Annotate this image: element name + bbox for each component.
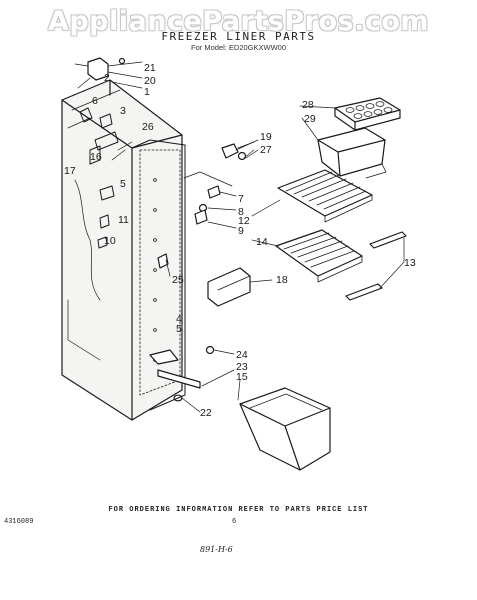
ordering-note: FOR ORDERING INFORMATION REFER TO PARTS … bbox=[108, 506, 369, 514]
clip-part-25 bbox=[157, 253, 169, 269]
callout-7: 7 bbox=[238, 193, 244, 205]
diagram-title: FREEZER LINER PARTS bbox=[161, 30, 316, 43]
handwritten-mark: 891-H-6 bbox=[200, 545, 233, 554]
callout-2: 2 bbox=[104, 72, 110, 84]
callout-8: 8 bbox=[238, 206, 244, 218]
inner-fittings bbox=[79, 107, 133, 249]
bottom-rail-part-23 bbox=[149, 345, 215, 402]
shelf-rails-part-13 bbox=[345, 231, 407, 301]
callout-23: 23 bbox=[236, 361, 248, 373]
callout-10: 10 bbox=[104, 235, 116, 247]
callout-5: 5 bbox=[120, 178, 126, 190]
ice-bucket-part-29 bbox=[317, 127, 387, 179]
callout-9: 9 bbox=[238, 225, 244, 237]
callout-6: 6 bbox=[92, 95, 98, 107]
ice-tray-part-28 bbox=[334, 97, 401, 131]
callout-19: 19 bbox=[260, 131, 272, 143]
callout-21: 21 bbox=[144, 62, 156, 74]
callout-4: 4 bbox=[176, 313, 182, 325]
callout-29: 29 bbox=[304, 113, 316, 125]
callout-22: 22 bbox=[200, 407, 212, 419]
callout-12: 12 bbox=[238, 215, 250, 227]
watermark: AppliancePartsPros.com bbox=[47, 6, 430, 37]
callout-16: 16 bbox=[90, 151, 102, 163]
callout-25: 25 bbox=[172, 274, 184, 286]
callout-14: 14 bbox=[256, 236, 268, 248]
model-line: For Model: ED20GKXWW00 bbox=[190, 43, 287, 52]
shelf-bracket-part-18 bbox=[207, 267, 251, 307]
callout-11: 11 bbox=[118, 214, 129, 226]
callout-1: 1 bbox=[144, 86, 150, 98]
callout-28: 28 bbox=[302, 99, 314, 111]
bracket-part-19 bbox=[221, 141, 255, 161]
callout-17: 17 bbox=[64, 165, 76, 177]
callout-13: 13 bbox=[404, 257, 416, 269]
callout-5: 5 bbox=[176, 323, 182, 335]
page-number: 6 bbox=[232, 518, 237, 526]
wire-shelf-part-14 bbox=[275, 229, 363, 283]
callout-26: 26 bbox=[142, 121, 154, 133]
freezer-liner-part-1 bbox=[61, 79, 186, 421]
wire-shelf-part-12 bbox=[277, 169, 373, 223]
callout-27: 27 bbox=[260, 144, 272, 156]
callout-3: 3 bbox=[120, 105, 126, 117]
top-hinge-bracket-part-20 bbox=[74, 57, 126, 89]
shelf-supports bbox=[183, 171, 233, 225]
callout-24: 24 bbox=[236, 349, 248, 361]
callout-20: 20 bbox=[144, 75, 156, 87]
catalog-code: 4316089 bbox=[4, 518, 34, 526]
callout-18: 18 bbox=[276, 274, 288, 286]
freezer-bin-part-15 bbox=[239, 387, 331, 471]
callout-15: 15 bbox=[236, 371, 248, 383]
